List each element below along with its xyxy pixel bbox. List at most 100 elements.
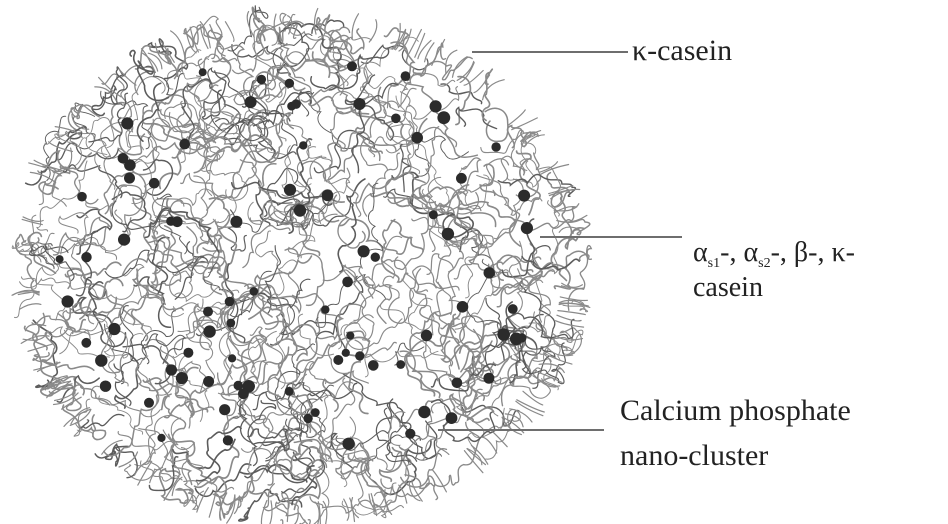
nanocluster-dot xyxy=(358,245,370,257)
casein-strand xyxy=(210,198,237,277)
nanocluster-dot xyxy=(176,372,188,384)
nanocluster-dot xyxy=(429,210,438,219)
nanocluster-dot xyxy=(225,297,235,307)
nanocluster-dot xyxy=(172,216,183,227)
nanocluster-dot xyxy=(311,408,320,417)
nanocluster-dot xyxy=(411,132,423,144)
nanocluster-dot xyxy=(294,204,306,216)
nanocluster-dot xyxy=(219,404,230,415)
casein-mix-label-line2: casein xyxy=(693,272,855,304)
casein-strand xyxy=(52,170,66,206)
nanocluster-dot xyxy=(355,351,364,360)
nanocluster-dot xyxy=(284,184,296,196)
kappa-casein-hair xyxy=(210,25,220,45)
kappa-casein-hair xyxy=(287,502,288,521)
nanocluster-dot xyxy=(437,111,450,124)
nanocluster-dot xyxy=(199,68,207,76)
subscript-s1: s1 xyxy=(708,256,720,271)
nanocluster-dot xyxy=(81,338,91,348)
nanocluster-dot xyxy=(430,100,442,112)
nanocluster-dot xyxy=(391,114,401,124)
nanocluster-dot xyxy=(203,307,213,317)
nanocluster-dot xyxy=(368,360,379,371)
nanocluster-dot xyxy=(203,376,214,387)
nanocluster-dot xyxy=(518,190,530,202)
nanocluster-dot xyxy=(124,173,135,184)
casein-strand xyxy=(282,460,325,493)
subscript-s2: s2 xyxy=(758,256,770,271)
casein-strand xyxy=(441,84,482,104)
nanocluster-dot xyxy=(226,319,235,328)
casein-strand xyxy=(460,159,509,194)
casein-mix-label: αs1-, αs2-, β-, κ- casein xyxy=(693,237,855,304)
kappa-casein-hair xyxy=(482,437,497,453)
nanocluster-dot xyxy=(401,71,411,81)
nanocluster-dot xyxy=(166,364,177,375)
casein-strand xyxy=(256,231,288,274)
alpha-symbol: α xyxy=(743,237,758,268)
kappa-casein-hair xyxy=(560,297,587,301)
casein-strand xyxy=(389,399,436,459)
casein-strand xyxy=(115,354,139,408)
kappa-casein-hair xyxy=(20,304,41,309)
nanocluster-dot xyxy=(81,252,91,262)
nanocluster-dot xyxy=(100,381,111,392)
casein-strand xyxy=(345,75,398,107)
nanocluster-dot xyxy=(157,434,165,442)
kappa-casein-hair xyxy=(369,20,376,42)
nanocluster-dot xyxy=(457,301,469,313)
beta-kappa-text: -, β-, κ- xyxy=(771,237,855,268)
kappa-casein-label: κ-casein xyxy=(632,34,732,69)
casein-strand xyxy=(153,237,169,294)
nanocluster-dot xyxy=(342,349,350,357)
nanocluster-dot xyxy=(228,354,236,362)
nanocluster-dot xyxy=(257,75,266,84)
separator: -, xyxy=(720,237,743,268)
nanocluster-dot xyxy=(346,332,354,340)
nanocluster-dot xyxy=(238,388,249,399)
casein-strand xyxy=(243,225,290,267)
kappa-casein-hair xyxy=(261,501,266,524)
casein-strand xyxy=(498,174,575,196)
nanocluster-dot xyxy=(456,173,467,184)
casein-strand xyxy=(33,313,47,349)
nanocluster-dot xyxy=(291,99,301,109)
nanocluster-dot xyxy=(497,328,510,341)
nanocluster-dot xyxy=(333,355,343,365)
nanocluster-dot xyxy=(484,267,495,278)
kappa-casein-hair xyxy=(323,501,327,524)
nanocluster-dot xyxy=(149,178,160,189)
nanocluster-dot xyxy=(56,255,64,263)
casein-strand xyxy=(292,466,317,505)
nanocluster-dot xyxy=(299,141,307,149)
nanocluster-dot xyxy=(118,153,129,164)
casein-strand xyxy=(194,135,271,173)
nanocluster-dot xyxy=(322,190,334,202)
casein-strand xyxy=(81,414,124,428)
nanocluster-dot xyxy=(342,277,353,288)
casein-mix-label-line1: αs1-, αs2-, β-, κ- xyxy=(693,237,855,272)
kappa-casein-hair xyxy=(164,476,179,500)
nanocluster-dot xyxy=(418,406,430,418)
nanocluster-dot xyxy=(118,234,130,246)
nanocluster-dot xyxy=(285,79,294,88)
nanocluster-dot xyxy=(121,117,133,129)
nanocluster-dot xyxy=(446,412,458,424)
kappa-casein-hair xyxy=(344,499,349,520)
nanocluster-dot xyxy=(483,373,494,384)
kappa-casein-hair xyxy=(508,110,525,125)
nanocluster-dot xyxy=(95,354,107,366)
casein-strand xyxy=(255,256,312,302)
nanocluster-dot xyxy=(521,222,533,234)
casein-strand xyxy=(488,242,542,294)
casein-strand xyxy=(181,160,257,198)
nanocluster-dot xyxy=(144,398,154,408)
calcium-phosphate-label-line2: nano-cluster xyxy=(620,433,851,478)
nanocluster-dot xyxy=(183,348,193,358)
casein-strand xyxy=(228,286,270,342)
casein-strand xyxy=(372,260,427,293)
nanocluster-dot xyxy=(303,414,312,423)
nanocluster-dot xyxy=(491,142,500,151)
casein-strands xyxy=(12,6,591,524)
casein-strand xyxy=(361,443,382,493)
